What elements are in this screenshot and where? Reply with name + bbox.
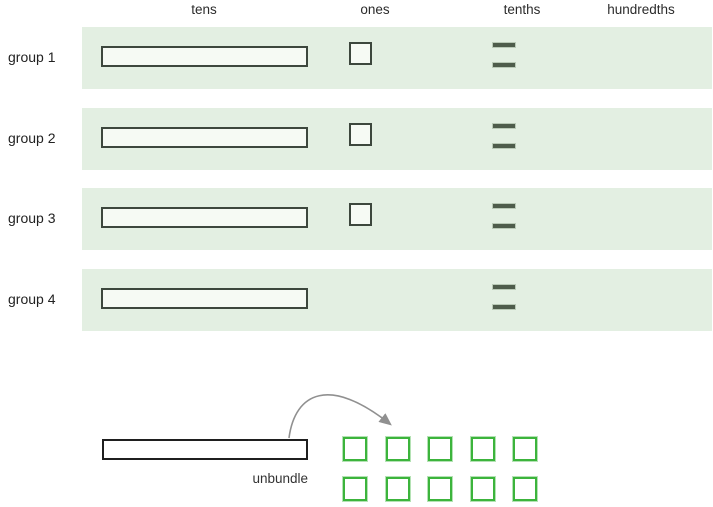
unbundled-one-piece [470,437,495,461]
unbundled-one-piece [428,437,452,461]
column-label-tens: tens [191,2,217,17]
tenth-piece [492,123,516,129]
one-piece [349,203,372,226]
ten-piece [101,207,308,228]
tenth-piece [492,203,516,209]
group-row-2: group 2 [0,108,712,170]
unbundled-one-piece [343,477,367,501]
unbundle-label: unbundle [252,471,308,486]
ten-piece [101,46,308,67]
unbundled-one-piece [428,477,452,501]
unbundled-one-piece [470,477,495,501]
group-label: group 2 [8,130,56,146]
group-label: group 4 [8,291,56,307]
unbundled-one-piece [343,437,367,461]
unbundle-arrow-icon [288,394,392,439]
tenth-piece [492,284,516,290]
column-label-ones: ones [360,2,390,17]
tenth-piece [492,223,516,229]
column-label-hundredths: hundredths [607,2,675,17]
unbundle-tens-bar [102,439,308,460]
unbundle-result-grid [343,437,543,503]
unbundled-one-piece [385,477,410,501]
unbundled-one-piece [385,437,410,461]
unbundled-one-piece [513,477,537,501]
group-row-3: group 3 [0,188,712,250]
group-label: group 3 [8,210,56,226]
tenth-piece [492,42,516,48]
column-label-tenths: tenths [503,2,541,17]
ten-piece [101,127,308,148]
group-label: group 1 [8,49,56,65]
tenth-piece [492,62,516,68]
group-row-1: group 1 [0,27,712,89]
ten-piece [101,288,308,309]
tenth-piece [492,143,516,149]
one-piece [349,42,372,65]
tenth-piece [492,304,516,310]
unbundled-one-piece [513,437,537,461]
one-piece [349,123,372,146]
group-row-4: group 4 [0,269,712,331]
